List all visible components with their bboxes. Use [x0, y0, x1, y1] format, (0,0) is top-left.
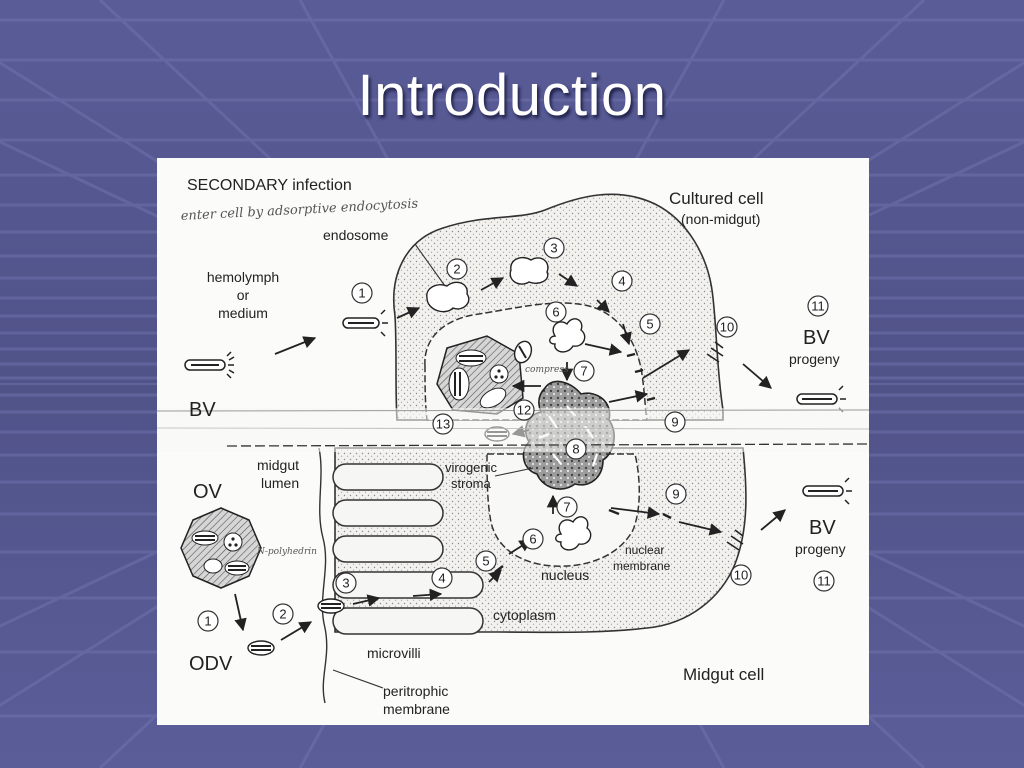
- bv-label-left: BV: [189, 399, 216, 421]
- baculovirus-infection-diagram: 1 2 3 4 5 6 7 10 11 12 13 9 8 1 2 3 4 5 …: [157, 158, 869, 725]
- cultured-cell-label: Cultured cell: [669, 189, 764, 208]
- nucleus-capsid-shape-lower: [555, 516, 592, 551]
- step-7-upper: 7: [580, 364, 587, 379]
- medium-label: medium: [218, 305, 268, 321]
- secondary-infection-label: SECONDARY infection: [187, 177, 352, 194]
- occlusion-body-upper: [436, 335, 524, 415]
- microvilli: [332, 463, 484, 635]
- handwritten-polyhedrin-note: N-polyhedrin: [256, 547, 317, 557]
- bv-label-lower: BV: [809, 517, 836, 539]
- virogenic-stroma-label-line2: stroma: [451, 476, 492, 491]
- odv-label: ODV: [189, 653, 233, 675]
- scan-seam: [157, 408, 869, 452]
- progeny-label-lower: progeny: [795, 541, 846, 557]
- step-3-lower: 3: [342, 576, 349, 591]
- ov-label: OV: [193, 481, 223, 503]
- step-6-lower: 6: [529, 532, 536, 547]
- peritrophic-membrane-label-line1: peritrophic: [383, 683, 448, 699]
- step-6-upper: 6: [552, 305, 559, 320]
- step-4-lower: 4: [438, 571, 445, 586]
- cytoplasm-label: cytoplasm: [493, 607, 556, 623]
- bv-label-upper: BV: [803, 327, 830, 349]
- released-nucleocapsid-shape: [549, 318, 586, 353]
- midgut-lumen-label-line2: lumen: [261, 475, 299, 491]
- bv-virion-progeny-lower: [802, 477, 852, 505]
- step-numbers: 1 2 3 4 5 6 7 10 11 12 13 9 8 1 2 3 4 5 …: [204, 241, 830, 629]
- endosome-label: endosome: [323, 227, 389, 243]
- step-11-upper: 11: [811, 299, 825, 314]
- nuclear-membrane-label-line1: nuclear: [625, 543, 664, 557]
- pathway-arrows: [234, 273, 786, 641]
- step-11-lower: 11: [817, 574, 831, 589]
- handwritten-endocytosis-note: enter cell by adsorptive endocytosis: [180, 197, 418, 224]
- step-9-lower: 9: [672, 487, 679, 502]
- odv-virions: [247, 598, 345, 656]
- or-label: or: [237, 287, 250, 303]
- step-5-upper: 5: [646, 317, 653, 332]
- step-circles: [197, 237, 835, 632]
- step-3-upper: 3: [550, 241, 557, 256]
- diagram-canvas: 1 2 3 4 5 6 7 10 11 12 13 9 8 1 2 3 4 5 …: [157, 177, 869, 717]
- endosome-shape-2: [509, 256, 549, 285]
- progeny-label-upper: progeny: [789, 351, 840, 367]
- bv-virion-left: [184, 351, 235, 379]
- step-2-lower: 2: [279, 607, 286, 622]
- nucleus-label: nucleus: [541, 567, 589, 583]
- endosome-shape-1: [426, 281, 470, 313]
- bv-virion-entering: [342, 309, 388, 337]
- bv-budding-upper: [706, 341, 724, 363]
- virogenic-stroma-label-line1: virogenic: [445, 460, 498, 475]
- leader-lines: [332, 243, 534, 689]
- step-1-lower: 1: [204, 614, 211, 629]
- hemolymph-label: hemolymph: [207, 269, 279, 285]
- step-5-lower: 5: [482, 554, 489, 569]
- nuclear-pore-dashes: [494, 352, 672, 573]
- peritrophic-membrane: [318, 447, 328, 704]
- non-midgut-label: (non-midgut): [681, 211, 760, 227]
- step-2-upper: 2: [453, 262, 460, 277]
- occlusion-body-ov: [180, 507, 262, 589]
- step-8: 8: [572, 442, 579, 457]
- bv-budding-lower: [726, 529, 744, 551]
- step-10-upper: 10: [720, 320, 734, 335]
- nuclear-membrane-label-line2: membrane: [613, 559, 671, 573]
- slide-title: Introduction: [357, 63, 667, 128]
- step-13: 13: [436, 417, 450, 432]
- handwritten-compress-note: compress: [525, 365, 569, 375]
- midgut-cell-label: Midgut cell: [683, 665, 764, 684]
- step-10-lower: 10: [734, 568, 748, 583]
- step-9-upper: 9: [671, 415, 678, 430]
- midgut-lumen-label-line1: midgut: [257, 457, 299, 473]
- step-7-lower: 7: [563, 500, 570, 515]
- step-4-upper: 4: [618, 274, 625, 289]
- step-12: 12: [517, 403, 531, 418]
- peritrophic-membrane-label-line2: membrane: [383, 701, 450, 717]
- step-1-upper: 1: [358, 286, 365, 301]
- microvilli-label: microvilli: [367, 645, 421, 661]
